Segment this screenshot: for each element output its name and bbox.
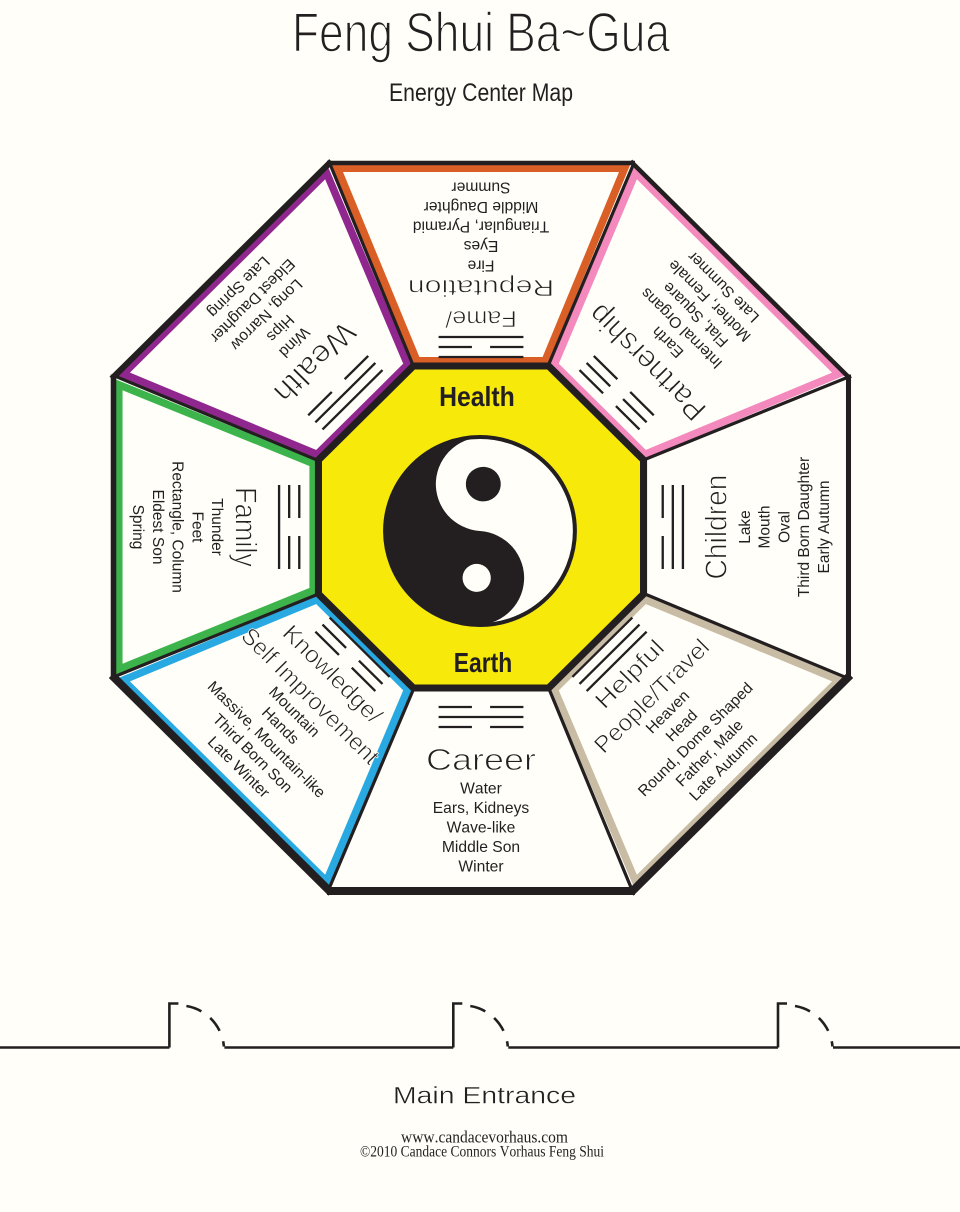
svg-text:Water: Water [460, 781, 502, 798]
svg-text:Thunder: Thunder [208, 498, 225, 556]
svg-text:Feng Shui Ba~Gua: Feng Shui Ba~Gua [292, 1, 671, 64]
svg-text:Wave-like: Wave-like [447, 820, 516, 837]
svg-text:Earth: Earth [454, 647, 513, 678]
svg-text:Summer: Summer [451, 179, 510, 196]
svg-text:Early Autumn: Early Autumn [816, 481, 833, 574]
svg-text:Health: Health [439, 381, 515, 412]
svg-text:www.candacevorhaus.com: www.candacevorhaus.com [401, 1128, 568, 1147]
svg-text:Oval: Oval [776, 511, 793, 543]
svg-text:Reputation: Reputation [408, 274, 554, 300]
svg-text:Middle Son: Middle Son [442, 839, 520, 856]
svg-text:Career: Career [426, 743, 536, 777]
svg-text:Ears, Kidneys: Ears, Kidneys [433, 800, 530, 817]
svg-text:Spring: Spring [129, 505, 146, 550]
svg-text:Lake: Lake [737, 510, 754, 544]
svg-text:Family: Family [229, 487, 263, 568]
svg-text:Eyes: Eyes [463, 237, 498, 254]
svg-text:Fame/: Fame/ [445, 305, 517, 331]
svg-text:Eldest Son: Eldest Son [149, 490, 166, 565]
svg-text:Feet: Feet [188, 512, 205, 544]
svg-text:Fire: Fire [468, 257, 495, 274]
svg-text:Triangular, Pyramid: Triangular, Pyramid [413, 218, 549, 235]
svg-text:Third Born Daughter: Third Born Daughter [796, 457, 813, 597]
svg-text:Winter: Winter [458, 859, 503, 876]
svg-text:Main Entrance: Main Entrance [393, 1082, 576, 1109]
svg-text:Children: Children [699, 475, 733, 580]
svg-text:Rectangle, Column: Rectangle, Column [169, 461, 186, 593]
svg-text:©2010 Candace Connors Vorhaus: ©2010 Candace Connors Vorhaus Feng Shui [360, 1144, 604, 1161]
svg-text:Energy Center Map: Energy Center Map [389, 79, 573, 107]
svg-text:Mouth: Mouth [757, 505, 774, 548]
svg-text:Middle Daughter: Middle Daughter [424, 198, 539, 215]
